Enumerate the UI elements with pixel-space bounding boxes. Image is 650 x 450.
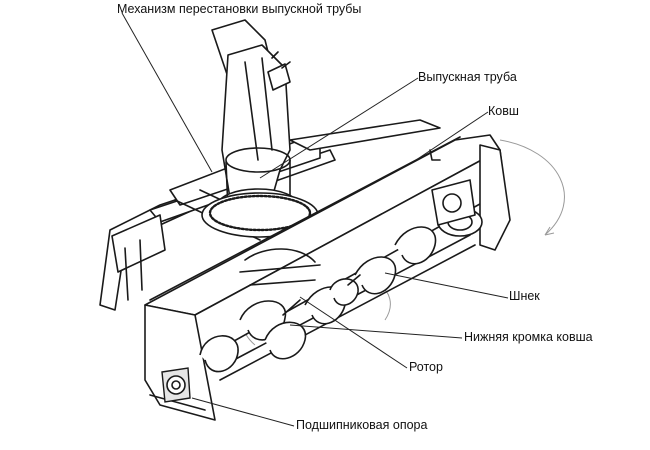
leader-discharge-tube <box>259 77 419 179</box>
label-bearing-support: Подшипниковая опора <box>296 418 428 432</box>
leader-rotor <box>299 296 408 369</box>
label-tube-adjust-mechanism: Механизм перестановки выпускной трубы <box>117 2 362 16</box>
leader-bottom-edge <box>289 324 463 339</box>
leader-lines <box>121 12 509 427</box>
top-beam <box>289 119 441 151</box>
auger-assembly <box>199 226 476 381</box>
label-rotor: Ротор <box>409 360 443 374</box>
rotor-blades <box>239 248 321 286</box>
leader-tube-adjust <box>121 12 213 173</box>
leader-auger <box>384 272 509 299</box>
leader-bucket <box>415 111 489 161</box>
label-discharge-tube: Выпускная труба <box>418 70 517 84</box>
bucket-housing <box>144 134 511 421</box>
label-bucket: Ковш <box>488 104 519 118</box>
leader-bearing <box>191 397 295 427</box>
turning-gear-ring <box>201 192 319 238</box>
rotation-arrow-right <box>499 139 565 236</box>
rotation-arrow-right-head <box>544 226 555 236</box>
label-auger: Шнек <box>509 289 540 303</box>
drive-bearing-right <box>431 179 483 237</box>
label-bucket-bottom-edge: Нижняя кромка ковша <box>464 330 593 344</box>
bearing-support-left <box>161 367 191 403</box>
